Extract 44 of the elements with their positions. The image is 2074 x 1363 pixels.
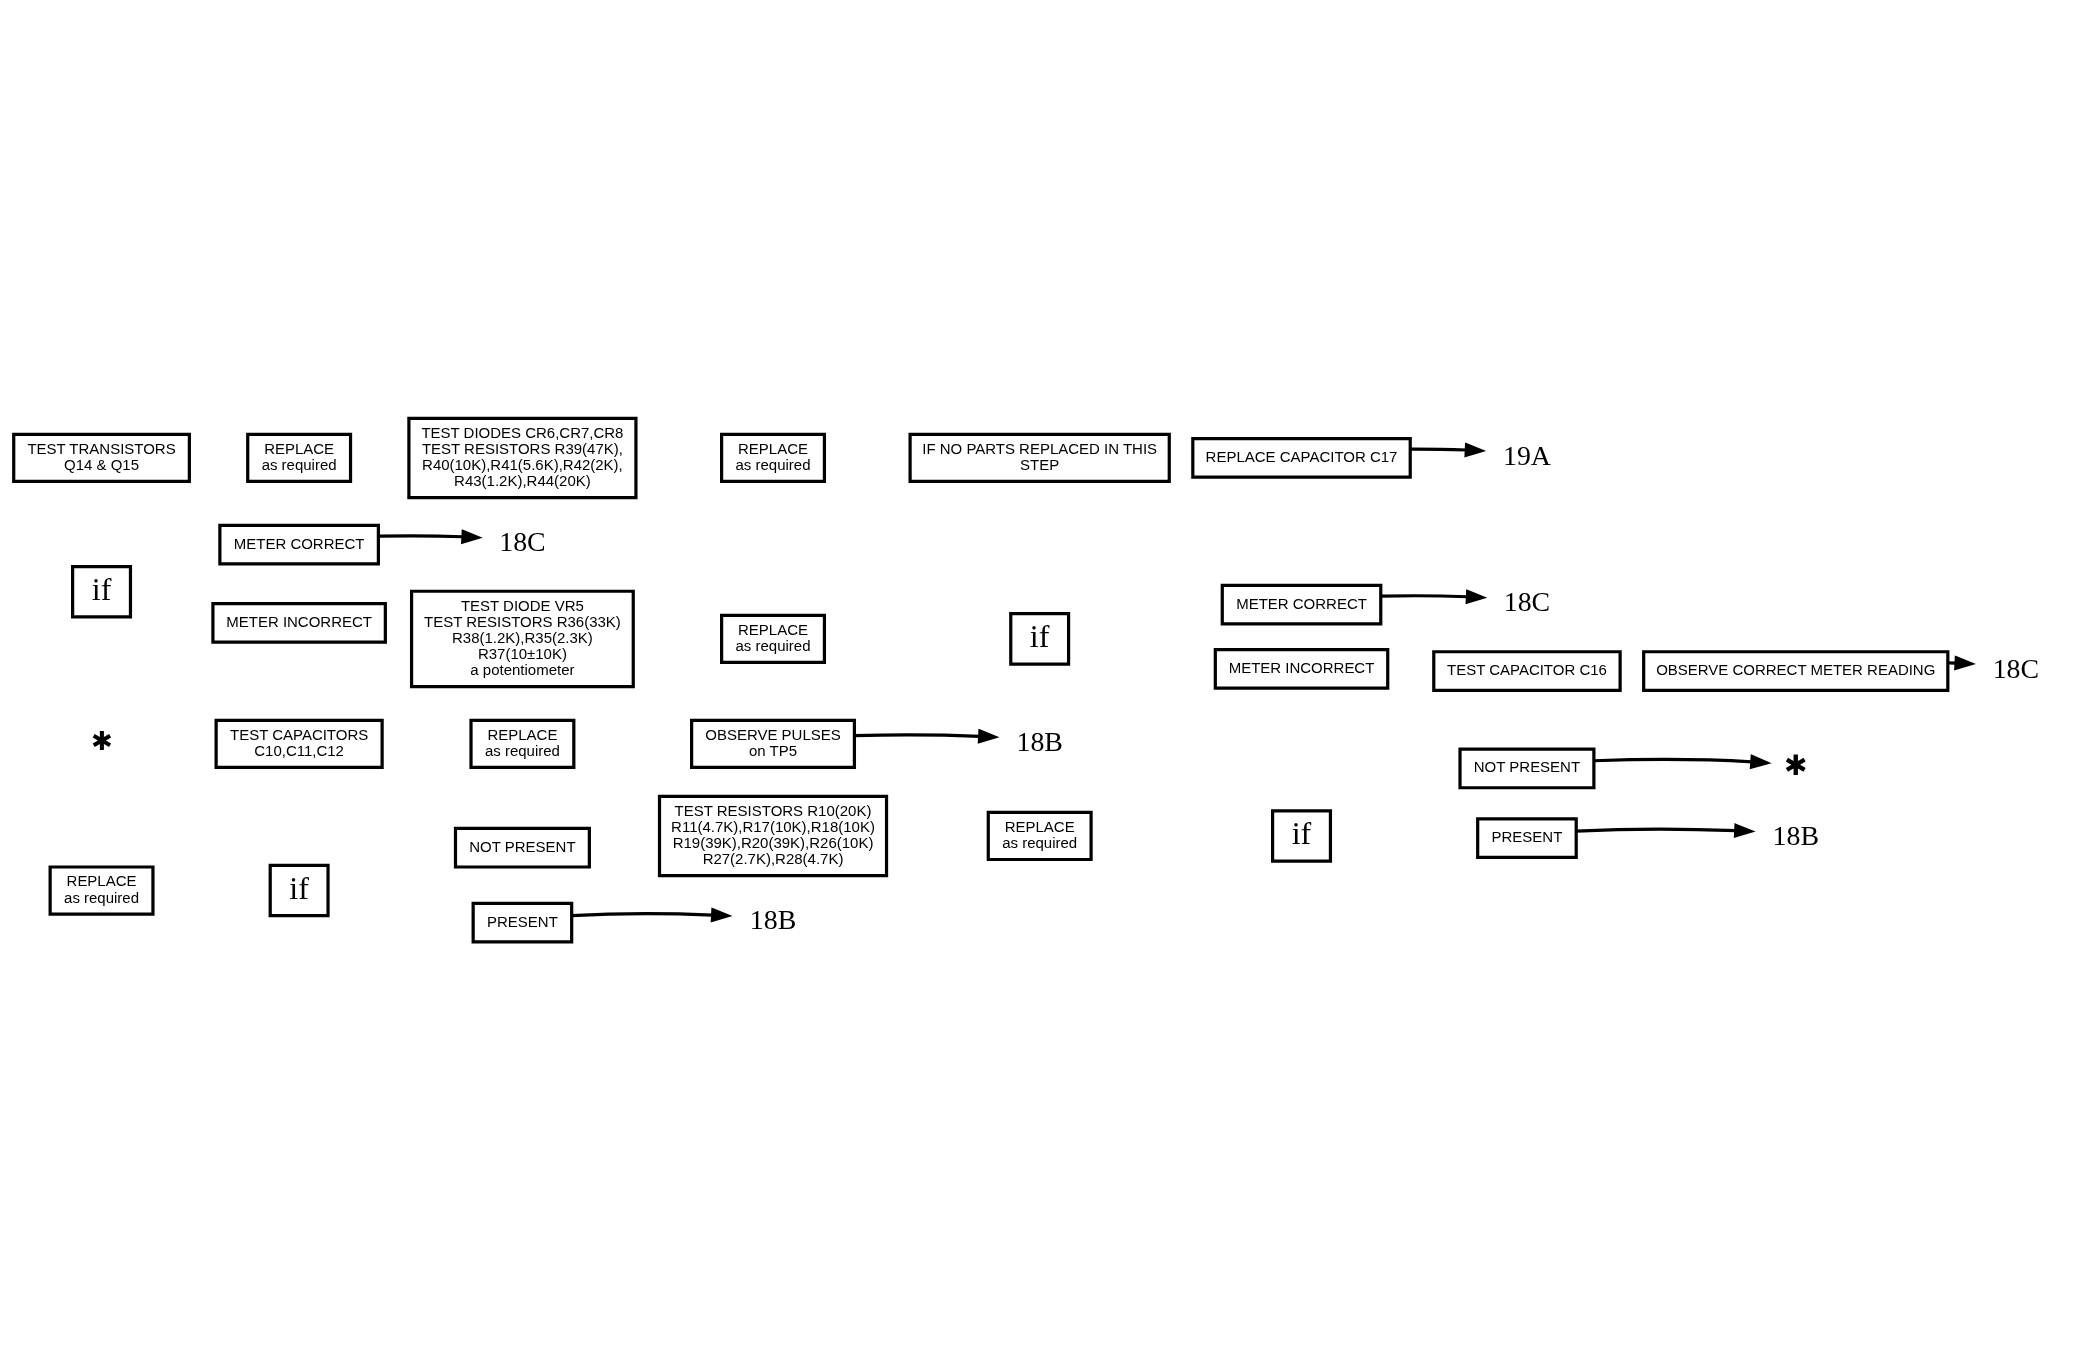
node-box: if	[71, 564, 133, 619]
arrow	[1380, 588, 1488, 604]
node-box: REPLACE CAPACITOR C17	[1191, 436, 1412, 479]
node-box: METER INCORRECT	[1213, 647, 1390, 690]
arrow	[1576, 822, 1756, 838]
node-text: 18B	[749, 903, 797, 935]
node-box: METER CORRECT	[218, 523, 380, 566]
node-text: 19A	[1502, 439, 1551, 471]
arrow	[1410, 441, 1487, 457]
node-box: REPLACE as required	[469, 718, 576, 769]
node-box: METER CORRECT	[1220, 583, 1383, 625]
node-text: 18C	[1992, 652, 2040, 684]
node-text: ✱	[1784, 749, 1808, 781]
node-box: NOT PRESENT	[453, 826, 591, 869]
node-box: NOT PRESENT	[1458, 747, 1596, 789]
node-box: TEST DIODES CR6,CR7,CR8 TEST RESISTORS R39(47K), R40(10K),R41(5.6K),R42(2K), R43(1.2K),R44(20K)	[407, 416, 638, 499]
node-box: TEST RESISTORS R10(20K) R11(4.7K),R17(10K),R18(10K) R19(39K),R20(39K),R26(10K) R27(2.7K),R28(4.7K)	[657, 794, 889, 877]
node-text: 18C	[499, 525, 546, 557]
node-box: REPLACE as required	[720, 432, 827, 483]
node-box: METER INCORRECT	[211, 601, 387, 644]
node-box: REPLACE as required	[48, 864, 155, 916]
node-box: PRESENT	[471, 901, 574, 944]
node-box: REPLACE as required	[986, 810, 1093, 861]
node-box: IF NO PARTS REPLACED IN THIS STEP	[908, 432, 1171, 483]
arrow	[571, 906, 733, 922]
node-box: PRESENT	[1476, 816, 1578, 859]
arrow	[1593, 753, 1772, 769]
node-box: TEST CAPACITORS C10,C11,C12	[214, 718, 384, 769]
node-box: REPLACE as required	[720, 613, 827, 664]
node-box: TEST CAPACITOR C16	[1432, 649, 1622, 692]
node-box: OBSERVE CORRECT METER READING	[1642, 649, 1950, 692]
arrow	[378, 528, 483, 544]
arrow	[854, 728, 1000, 744]
node-box: if	[268, 863, 330, 917]
node-text: 18C	[1503, 585, 1551, 617]
node-box: if	[1271, 808, 1333, 863]
node-box: TEST DIODE VR5 TEST RESISTORS R36(33K) R38(1.2K),R35(2.3K) R37(10±10K) a potentiometer	[409, 589, 635, 688]
node-box: REPLACE as required	[246, 432, 353, 483]
node-box: OBSERVE PULSES on TP5	[690, 718, 856, 769]
node-box: if	[1009, 611, 1071, 666]
node-box: TEST TRANSISTORS Q14 & Q15	[12, 432, 191, 483]
node-text: 18B	[1772, 819, 1819, 851]
label: ✱	[90, 726, 113, 755]
node-text: 18B	[1016, 725, 1063, 757]
